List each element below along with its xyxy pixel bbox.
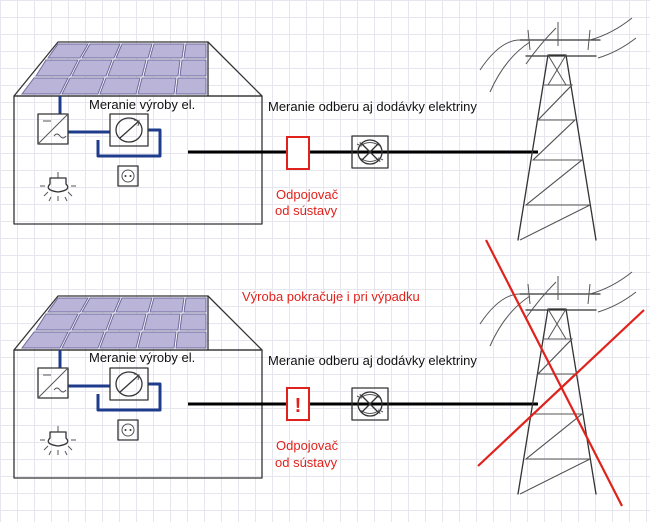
light-bulb-icon [39,425,77,456]
disconnector-label-line2: od sústavy [275,455,338,470]
production-meter-label: Meranie výroby el. [89,97,195,112]
bottom-diagram: Meranie výroby el. Meranie odberu aj dod… [13,271,637,495]
disconnector-switch-icon [286,387,310,421]
disconnector-label-line1: Odpojovač [276,187,339,202]
power-pylon-icon [479,17,637,241]
socket-icon [117,419,139,441]
alert-mark: ! [295,395,302,417]
bidirectional-meter-icon [351,135,389,169]
house-icon [13,41,263,225]
meter-wire [96,128,162,158]
meter-icon [109,367,149,401]
socket-icon [117,165,139,187]
inverter-icon [37,367,69,399]
production-continues-label: Výroba pokračuje i pri výpadku [242,289,420,304]
house-icon [13,295,263,479]
bidirectional-meter-icon [351,387,389,421]
disconnector-label-line2: od sústavy [275,203,338,218]
bidirectional-meter-label: Meranie odberu aj dodávky elektriny [268,353,477,368]
light-bulb-icon [39,171,77,202]
disconnector-switch-icon [286,136,310,170]
top-diagram: Meranie výroby el. Meranie odberu aj dod… [13,17,637,241]
cross-out-icon [477,239,645,507]
meter-icon [109,113,149,147]
disconnector-label-line1: Odpojovač [276,438,339,453]
production-meter-label: Meranie výroby el. [89,350,195,365]
bidirectional-meter-label: Meranie odberu aj dodávky elektriny [268,99,477,114]
meter-wire [96,382,162,412]
inverter-icon [37,113,69,145]
